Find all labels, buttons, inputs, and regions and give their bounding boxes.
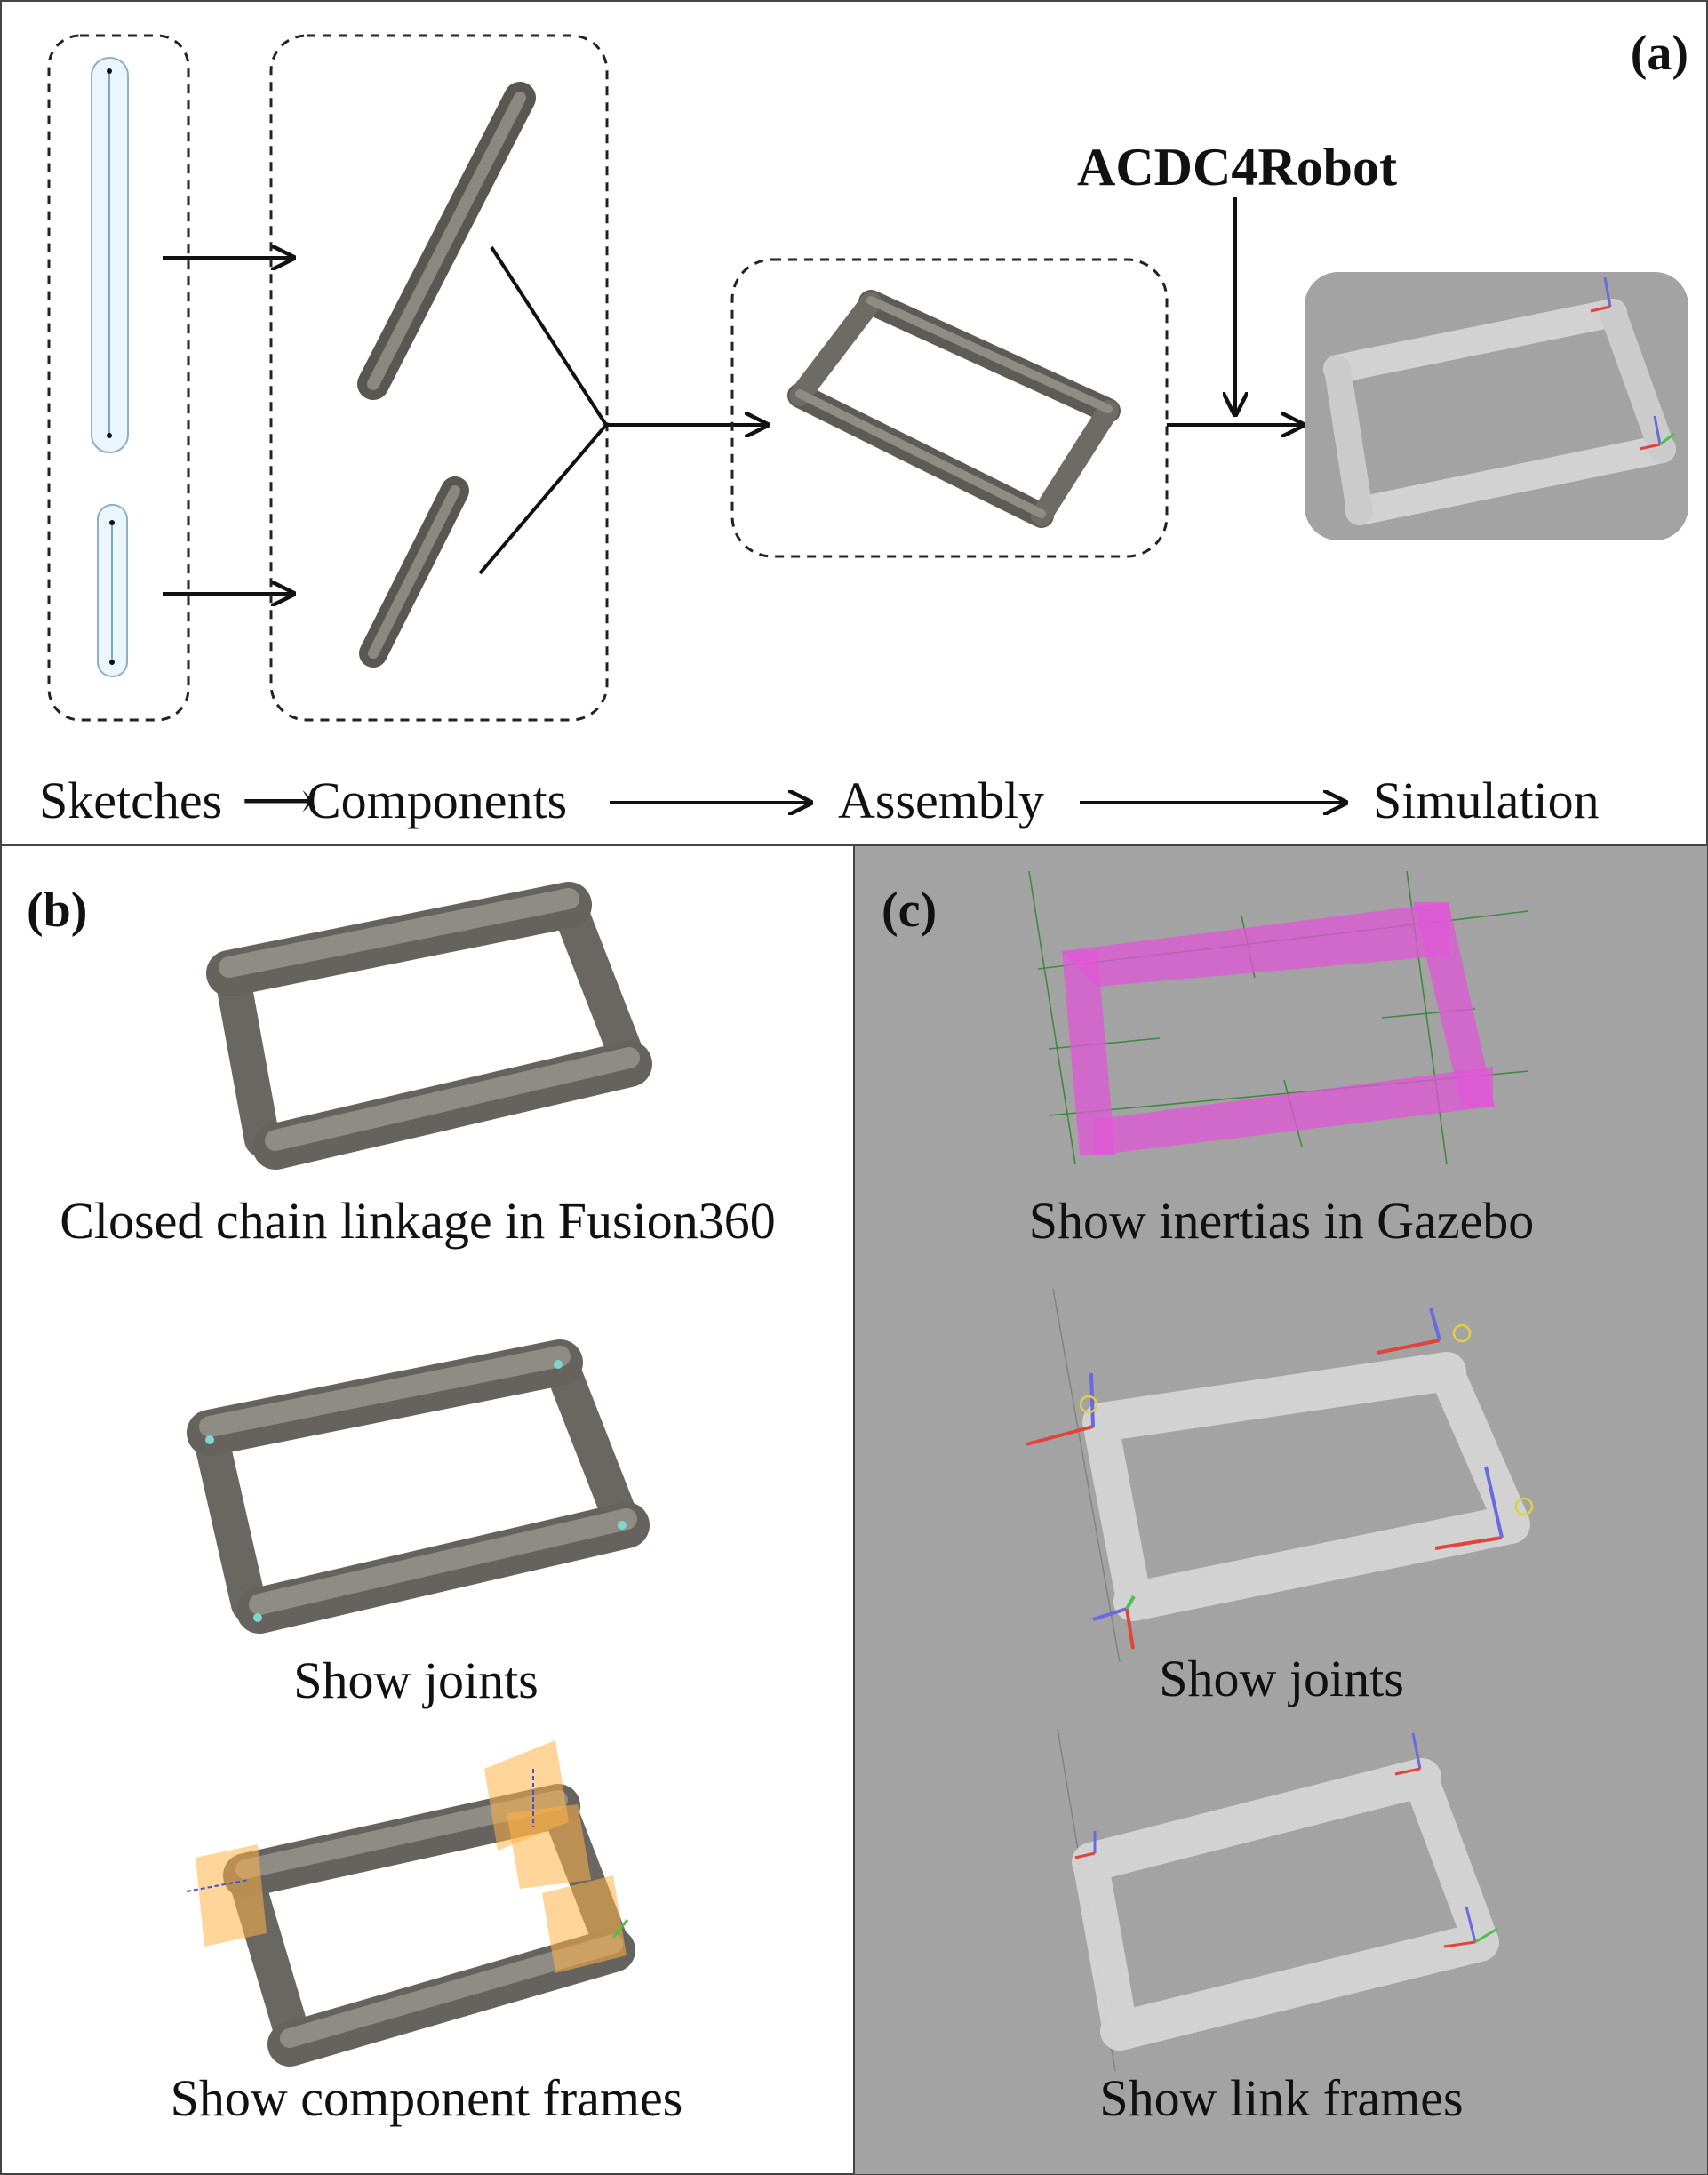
b-joint-marker-2	[554, 1360, 563, 1369]
b-joint-marker-1	[205, 1435, 214, 1444]
caption-b-joints: Show joints	[293, 1651, 539, 1709]
c-joint-ring-1	[1079, 1395, 1098, 1414]
panel-b: (b) Closed chain linkage in Fusion360 Sh…	[27, 882, 776, 2127]
sketch-long-point-top	[107, 68, 112, 74]
sketches-box	[47, 34, 190, 722]
c-joint-ring-3	[1514, 1497, 1534, 1516]
b-component-frames	[196, 1740, 627, 1973]
stage-components: Components	[307, 772, 567, 829]
simulation-linkage	[1323, 299, 1676, 525]
sim-axis-blue-2	[1653, 415, 1662, 445]
b-frame-axis-blue-1	[186, 1879, 250, 1892]
b-frame-axis-green	[611, 1919, 629, 1939]
sketch-short-point-bottom	[109, 660, 115, 665]
panel-c-tag: (c)	[882, 883, 937, 938]
b-linkage-1	[206, 882, 652, 1170]
sim-axis-blue-1	[1603, 276, 1612, 308]
merge-line-lower	[478, 423, 608, 575]
sim-axis-red-1	[1590, 305, 1611, 313]
b-joint-marker-3	[618, 1521, 627, 1530]
c-frame-linkage	[1072, 1758, 1499, 2051]
sketch-long-point-bottom	[107, 433, 112, 438]
caption-c-joints: Show joints	[1159, 1650, 1404, 1707]
panel-c-background	[854, 846, 1707, 2174]
sketch-short-point-top	[109, 520, 115, 525]
c-inertia-boxes	[1062, 902, 1495, 1155]
stage-assembly: Assembly	[838, 772, 1044, 829]
b-linkage-2	[187, 1339, 650, 1634]
merge-line-upper	[490, 245, 608, 427]
tool-name: ACDC4Robot	[1077, 138, 1397, 196]
panel-a-tag: (a)	[1631, 26, 1688, 81]
c-joint-axes	[1026, 1307, 1504, 1650]
component-long-link-highlight	[367, 92, 526, 390]
caption-b-linkage: Closed chain linkage in Fusion360	[60, 1192, 776, 1250]
caption-c-frames: Show link frames	[1099, 2069, 1463, 2127]
caption-c-inertias: Show inertias in Gazebo	[1029, 1192, 1535, 1250]
assembly-box	[730, 258, 1169, 558]
stage-sketches: Sketches	[39, 772, 222, 829]
c-joint-linkage	[1082, 1352, 1530, 1621]
stage-arrow-1: ⟶	[242, 772, 315, 829]
sim-axis-green-2	[1659, 432, 1675, 446]
panel-b-tag: (b)	[27, 883, 87, 938]
c-joint-ground-line	[1052, 1288, 1121, 1663]
component-short-link-highlight	[368, 485, 460, 659]
components-box	[269, 34, 609, 722]
c-link-frame-axes	[1074, 1732, 1498, 1948]
c-joint-ring-2	[1452, 1323, 1472, 1343]
b-joint-marker-4	[253, 1613, 262, 1622]
stage-simulation: Simulation	[1373, 772, 1600, 829]
caption-b-frames: Show component frames	[171, 2069, 683, 2127]
panel-c: (c) Show inertias in Gazebo	[882, 870, 1535, 2127]
sim-axis-red-2	[1639, 443, 1661, 451]
panel-a: (a) ACDC	[39, 26, 1688, 829]
assembly-linkage	[787, 290, 1121, 528]
